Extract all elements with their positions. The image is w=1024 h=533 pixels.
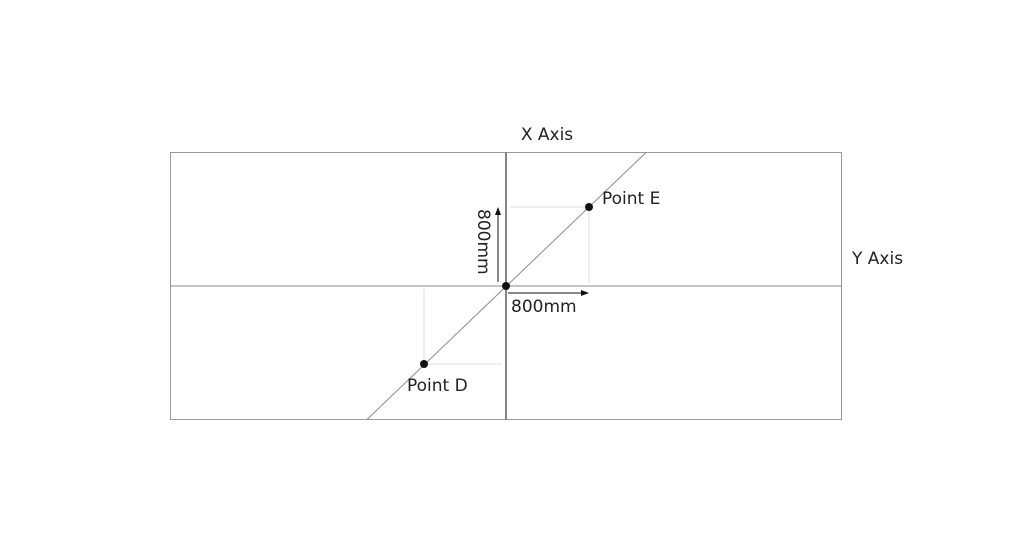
x-axis-label: X Axis (521, 125, 573, 145)
point-e-label: Point E (602, 189, 660, 209)
point-e-marker (585, 203, 593, 211)
point-d-marker (420, 360, 428, 368)
y-axis-label: Y Axis (851, 249, 903, 269)
vertical-dimension-label: 800mm (473, 209, 493, 275)
horizontal-dimension-label: 800mm (511, 297, 577, 317)
origin-point (502, 282, 510, 290)
point-d-label: Point D (407, 376, 468, 396)
